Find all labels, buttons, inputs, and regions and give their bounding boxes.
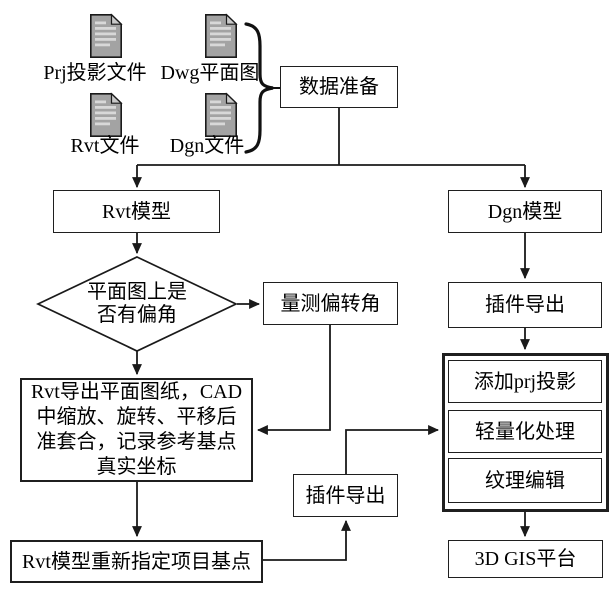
curly-brace <box>244 22 274 154</box>
connector-arrows <box>132 165 530 561</box>
data-preparation-node: 数据准备 <box>280 66 398 108</box>
cad-adjust-node: Rvt导出平面图纸，CAD 中缩放、旋转、平移后 准套合，记录参考基点 真实坐标 <box>20 378 253 482</box>
rebase-point-node: Rvt模型重新指定项目基点 <box>10 540 263 583</box>
document-icon <box>90 14 122 59</box>
decision-diamond-shape <box>36 256 238 352</box>
plugin-export-mid-node: 插件导出 <box>293 474 398 517</box>
document-icon <box>205 93 237 137</box>
connector-lines <box>137 108 525 166</box>
source-label-rvt: Rvt文件 <box>70 135 140 157</box>
lightweight-node: 轻量化处理 <box>448 410 602 453</box>
source-label-dwg: Dwg平面图 <box>160 62 260 84</box>
document-icon <box>205 14 237 59</box>
measure-angle-node: 量测偏转角 <box>263 282 398 325</box>
rvt-model-node: Rvt模型 <box>53 190 220 233</box>
add-projection-node: 添加prj投影 <box>448 360 602 403</box>
source-label-prj: Prj投影文件 <box>43 62 147 84</box>
texture-edit-node: 纹理编辑 <box>448 458 602 503</box>
dgn-model-node: Dgn模型 <box>448 190 602 233</box>
gis-platform-node: 3D GIS平台 <box>448 540 603 578</box>
decision-diamond-text: 平面图上是 否有偏角 <box>87 281 187 326</box>
source-label-dgn: Dgn文件 <box>169 135 245 157</box>
document-icon <box>90 93 122 137</box>
plugin-export-right-node: 插件导出 <box>448 282 602 328</box>
